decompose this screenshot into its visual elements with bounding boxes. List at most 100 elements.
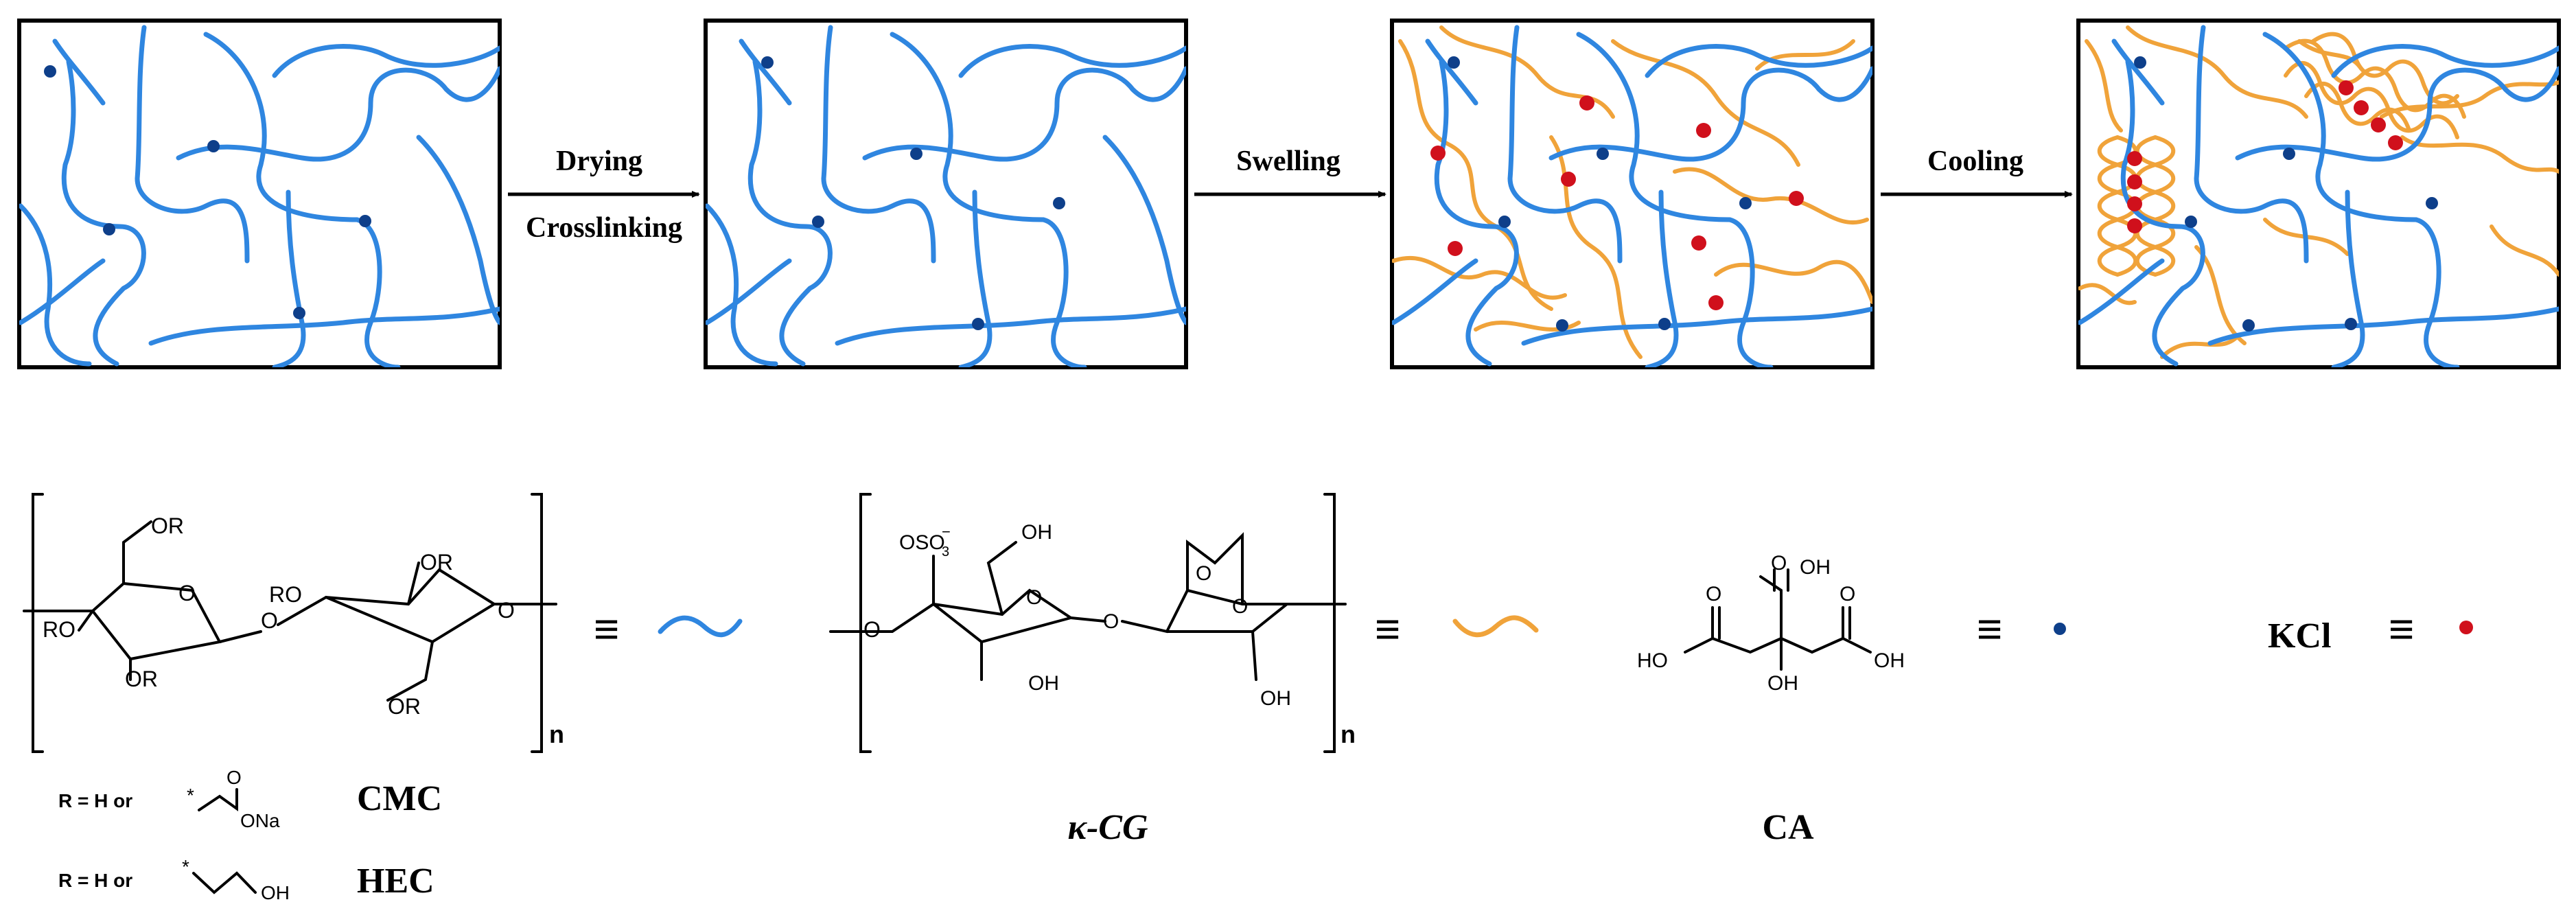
panel-2-frame [704, 19, 1188, 369]
crosslink-node [1498, 216, 1511, 228]
label-or: OR [420, 550, 453, 575]
label-or: OR [151, 513, 184, 538]
repeat-n: n [1341, 720, 1356, 748]
equiv-symbol: ≡ [594, 604, 619, 654]
r-def-hec: R = H or [58, 870, 132, 891]
label-ring-o: O [178, 581, 196, 605]
label-o: O [1706, 583, 1721, 605]
crosslink-node [910, 148, 923, 160]
kcl-ion [1789, 191, 1804, 206]
carrageenan-coils [1392, 25, 1872, 359]
panel-initial-mixture [17, 19, 502, 369]
crosslink-node [1556, 319, 1568, 332]
step-label-swelling: Swelling [1236, 146, 1341, 177]
label-o: O [1771, 552, 1787, 575]
label-kcg: κ-CG [1067, 808, 1148, 847]
kcl-ion [2127, 218, 2142, 233]
kcl-ion [2388, 135, 2403, 150]
crosslink-node [1739, 197, 1752, 209]
label-cmc: CMC [357, 779, 442, 818]
equiv-symbol: ≡ [2389, 604, 2414, 654]
label-ona: ONa [240, 810, 280, 831]
kcl-legend-dot [2459, 621, 2473, 634]
substituent-star: * [187, 785, 194, 806]
crosslink-node [2345, 318, 2357, 330]
label-ho: HO [1637, 649, 1668, 672]
label-oh: OH [261, 882, 290, 903]
crosslink-node [2283, 148, 2295, 160]
step-label-drying: Drying [556, 146, 642, 177]
crosslinker-dot [207, 140, 220, 152]
kcl-ion [1691, 235, 1706, 251]
kcl-ion [2127, 196, 2142, 211]
label-ring-o: O [1232, 595, 1248, 618]
kcl-ion [1579, 95, 1594, 111]
label-oso: OSO [899, 531, 945, 554]
carrageenan-coils [2078, 25, 2559, 359]
crosslinker-dot [293, 307, 305, 319]
label-o: O [227, 767, 242, 788]
label-oh: OH [1800, 556, 1831, 579]
label-kcl: KCl [2268, 616, 2331, 656]
crosslink-node [2134, 56, 2146, 69]
equiv-symbol: ≡ [1375, 604, 1400, 654]
label-oh: OH [1021, 521, 1052, 544]
label-o: O [1840, 583, 1855, 605]
label-bridge-o: O [261, 608, 278, 633]
label-ring-o: O [498, 598, 515, 623]
panel-double-helix-gel [2076, 19, 2561, 369]
crosslinker-dot [44, 65, 56, 78]
equiv-symbol: ≡ [1977, 604, 2002, 654]
right-bracket [531, 493, 543, 753]
kcl-ion [1430, 146, 1446, 161]
label-oh: OH [1028, 672, 1059, 695]
citric-acid-structure: HO O O OH OH O OH ≡ CA [1637, 552, 2066, 847]
cellulose-network [2078, 25, 2559, 367]
crosslink-node [1597, 148, 1609, 160]
cellulose-network [706, 25, 1186, 367]
label-ro: RO [269, 582, 302, 607]
label-sup-minus: − [942, 523, 951, 540]
arrow-cooling: Cooling [1881, 146, 2073, 198]
arrow-drying-crosslinking: Drying Crosslinking [508, 146, 700, 244]
crosslinker-dot [103, 223, 115, 235]
kcl-ion [2127, 174, 2142, 189]
repeat-n: n [549, 720, 564, 748]
label-oh: OH [1260, 687, 1291, 710]
ca-legend-dot [2054, 623, 2066, 635]
panel-swollen [1390, 19, 1875, 369]
step-label-crosslinking: Crosslinking [526, 212, 682, 244]
kcl-ion [2339, 80, 2354, 95]
label-or: OR [125, 667, 158, 691]
label-ro: RO [43, 617, 76, 642]
kcl-ion [1696, 123, 1711, 138]
kcl-ion [1561, 172, 1576, 187]
label-bridge-o: O [1103, 610, 1119, 633]
cellulose-network [1392, 25, 1872, 367]
label-bridge-ring-o: O [1196, 562, 1211, 585]
label-oh: OH [1874, 649, 1905, 672]
kcl-ion [2371, 117, 2386, 132]
panel-1-frame [17, 19, 502, 369]
r-def-cmc: R = H or [58, 790, 132, 811]
label-bridge-o: O [863, 617, 881, 642]
step-label-cooling: Cooling [1927, 146, 2023, 177]
label-or: OR [388, 694, 421, 719]
crosslink-node [972, 318, 984, 330]
kcl-ion [2354, 100, 2369, 115]
label-ring-o: O [1026, 586, 1042, 609]
crosslink-node [812, 216, 824, 228]
crosslink-node [2242, 319, 2255, 332]
crosslink-node [2185, 216, 2197, 228]
carrageenan-legend-wave [1452, 615, 1539, 638]
left-bracket [32, 493, 44, 753]
arrow-swelling: Swelling [1194, 146, 1386, 198]
label-sub-3: 3 [942, 544, 949, 559]
label-oh: OH [1767, 672, 1798, 695]
crosslinker-dot [359, 215, 371, 227]
label-hec: HEC [357, 862, 434, 901]
carrageenan-structure: n O OSO 3 − OH O OH O O O OH ≡ κ-CG [829, 493, 1539, 847]
crosslink-node [1448, 56, 1460, 69]
crosslink-node [1053, 197, 1065, 209]
